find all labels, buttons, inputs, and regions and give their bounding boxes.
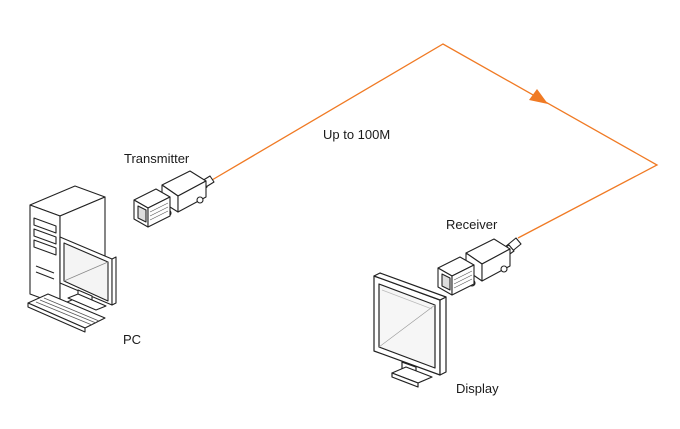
pc-icon [27, 185, 117, 333]
display-label: Display [456, 381, 499, 396]
transmitter-icon [133, 170, 215, 228]
transmitter-label: Transmitter [124, 151, 190, 166]
distance-label: Up to 100M [323, 127, 391, 142]
receiver-label: Receiver [446, 217, 498, 232]
display-icon [373, 272, 447, 388]
pc-label: PC [123, 332, 142, 347]
arrow-icon [529, 89, 548, 104]
cable-path [211, 43, 659, 239]
receiver-icon [437, 237, 522, 296]
